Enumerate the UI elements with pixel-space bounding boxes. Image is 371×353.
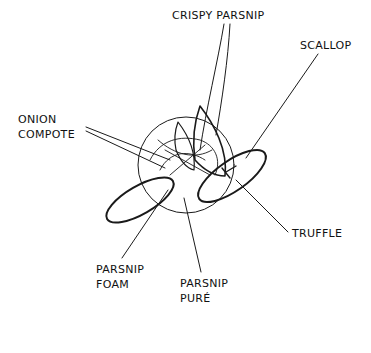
leader-line [216,24,230,135]
part-label: PARSNIP FOAM [96,262,158,292]
leader-line [200,24,224,150]
leader-line [122,190,168,258]
leader-line [184,198,201,272]
scallop-left [100,169,180,231]
part-label: TRUFFLE [292,226,342,241]
part-label: SCALLOP [300,38,351,53]
leader-line [246,54,318,158]
crispy-parsnip-shard [194,106,226,176]
leader-line [86,127,170,160]
part-label: CRISPY PARSNIP [172,8,265,23]
leader-line [86,131,165,168]
scallop-right [191,141,274,211]
crispy-parsnip-shard [175,122,194,170]
part-label: PARSNIP PURÉ [180,276,242,306]
part-label: ONION COMPOTE [18,112,82,142]
truffle-shaving [222,166,236,178]
leader-line [236,180,288,232]
